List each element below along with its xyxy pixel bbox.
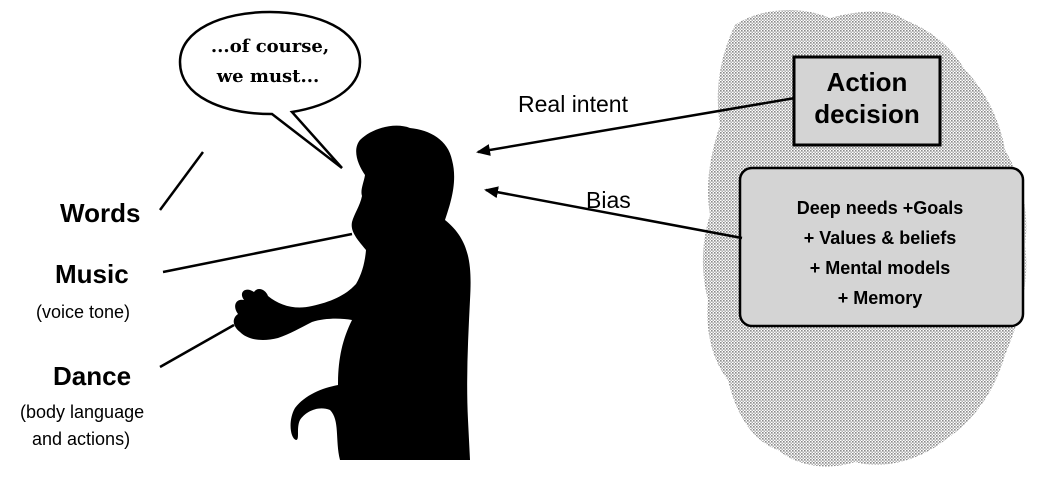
- bias-label: Bias: [586, 187, 631, 213]
- dance-label: Dance: [53, 361, 131, 391]
- words-label: Words: [60, 198, 140, 228]
- music-sublabel: (voice tone): [36, 302, 130, 322]
- words-pointer-line: [160, 152, 203, 210]
- real-intent-label: Real intent: [518, 91, 629, 117]
- dance-pointer-line: [160, 325, 234, 367]
- music-pointer-line: [163, 234, 352, 272]
- dance-sublabel-line1: (body language: [20, 402, 144, 422]
- music-label: Music: [55, 259, 129, 289]
- inner-driver-line-1: Deep needs +Goals: [797, 198, 964, 218]
- speech-line-2: we must...: [216, 66, 320, 87]
- person-silhouette: [234, 126, 471, 460]
- inner-driver-line-3: + Mental models: [810, 258, 951, 278]
- dance-sublabel-line2: and actions): [32, 429, 130, 449]
- inner-driver-line-2: + Values & beliefs: [804, 228, 957, 248]
- action-decision-line2: decision: [814, 99, 919, 129]
- speech-line-1: ...of course,: [211, 36, 329, 57]
- inner-driver-line-4: + Memory: [838, 288, 923, 308]
- action-decision-line1: Action: [827, 67, 908, 97]
